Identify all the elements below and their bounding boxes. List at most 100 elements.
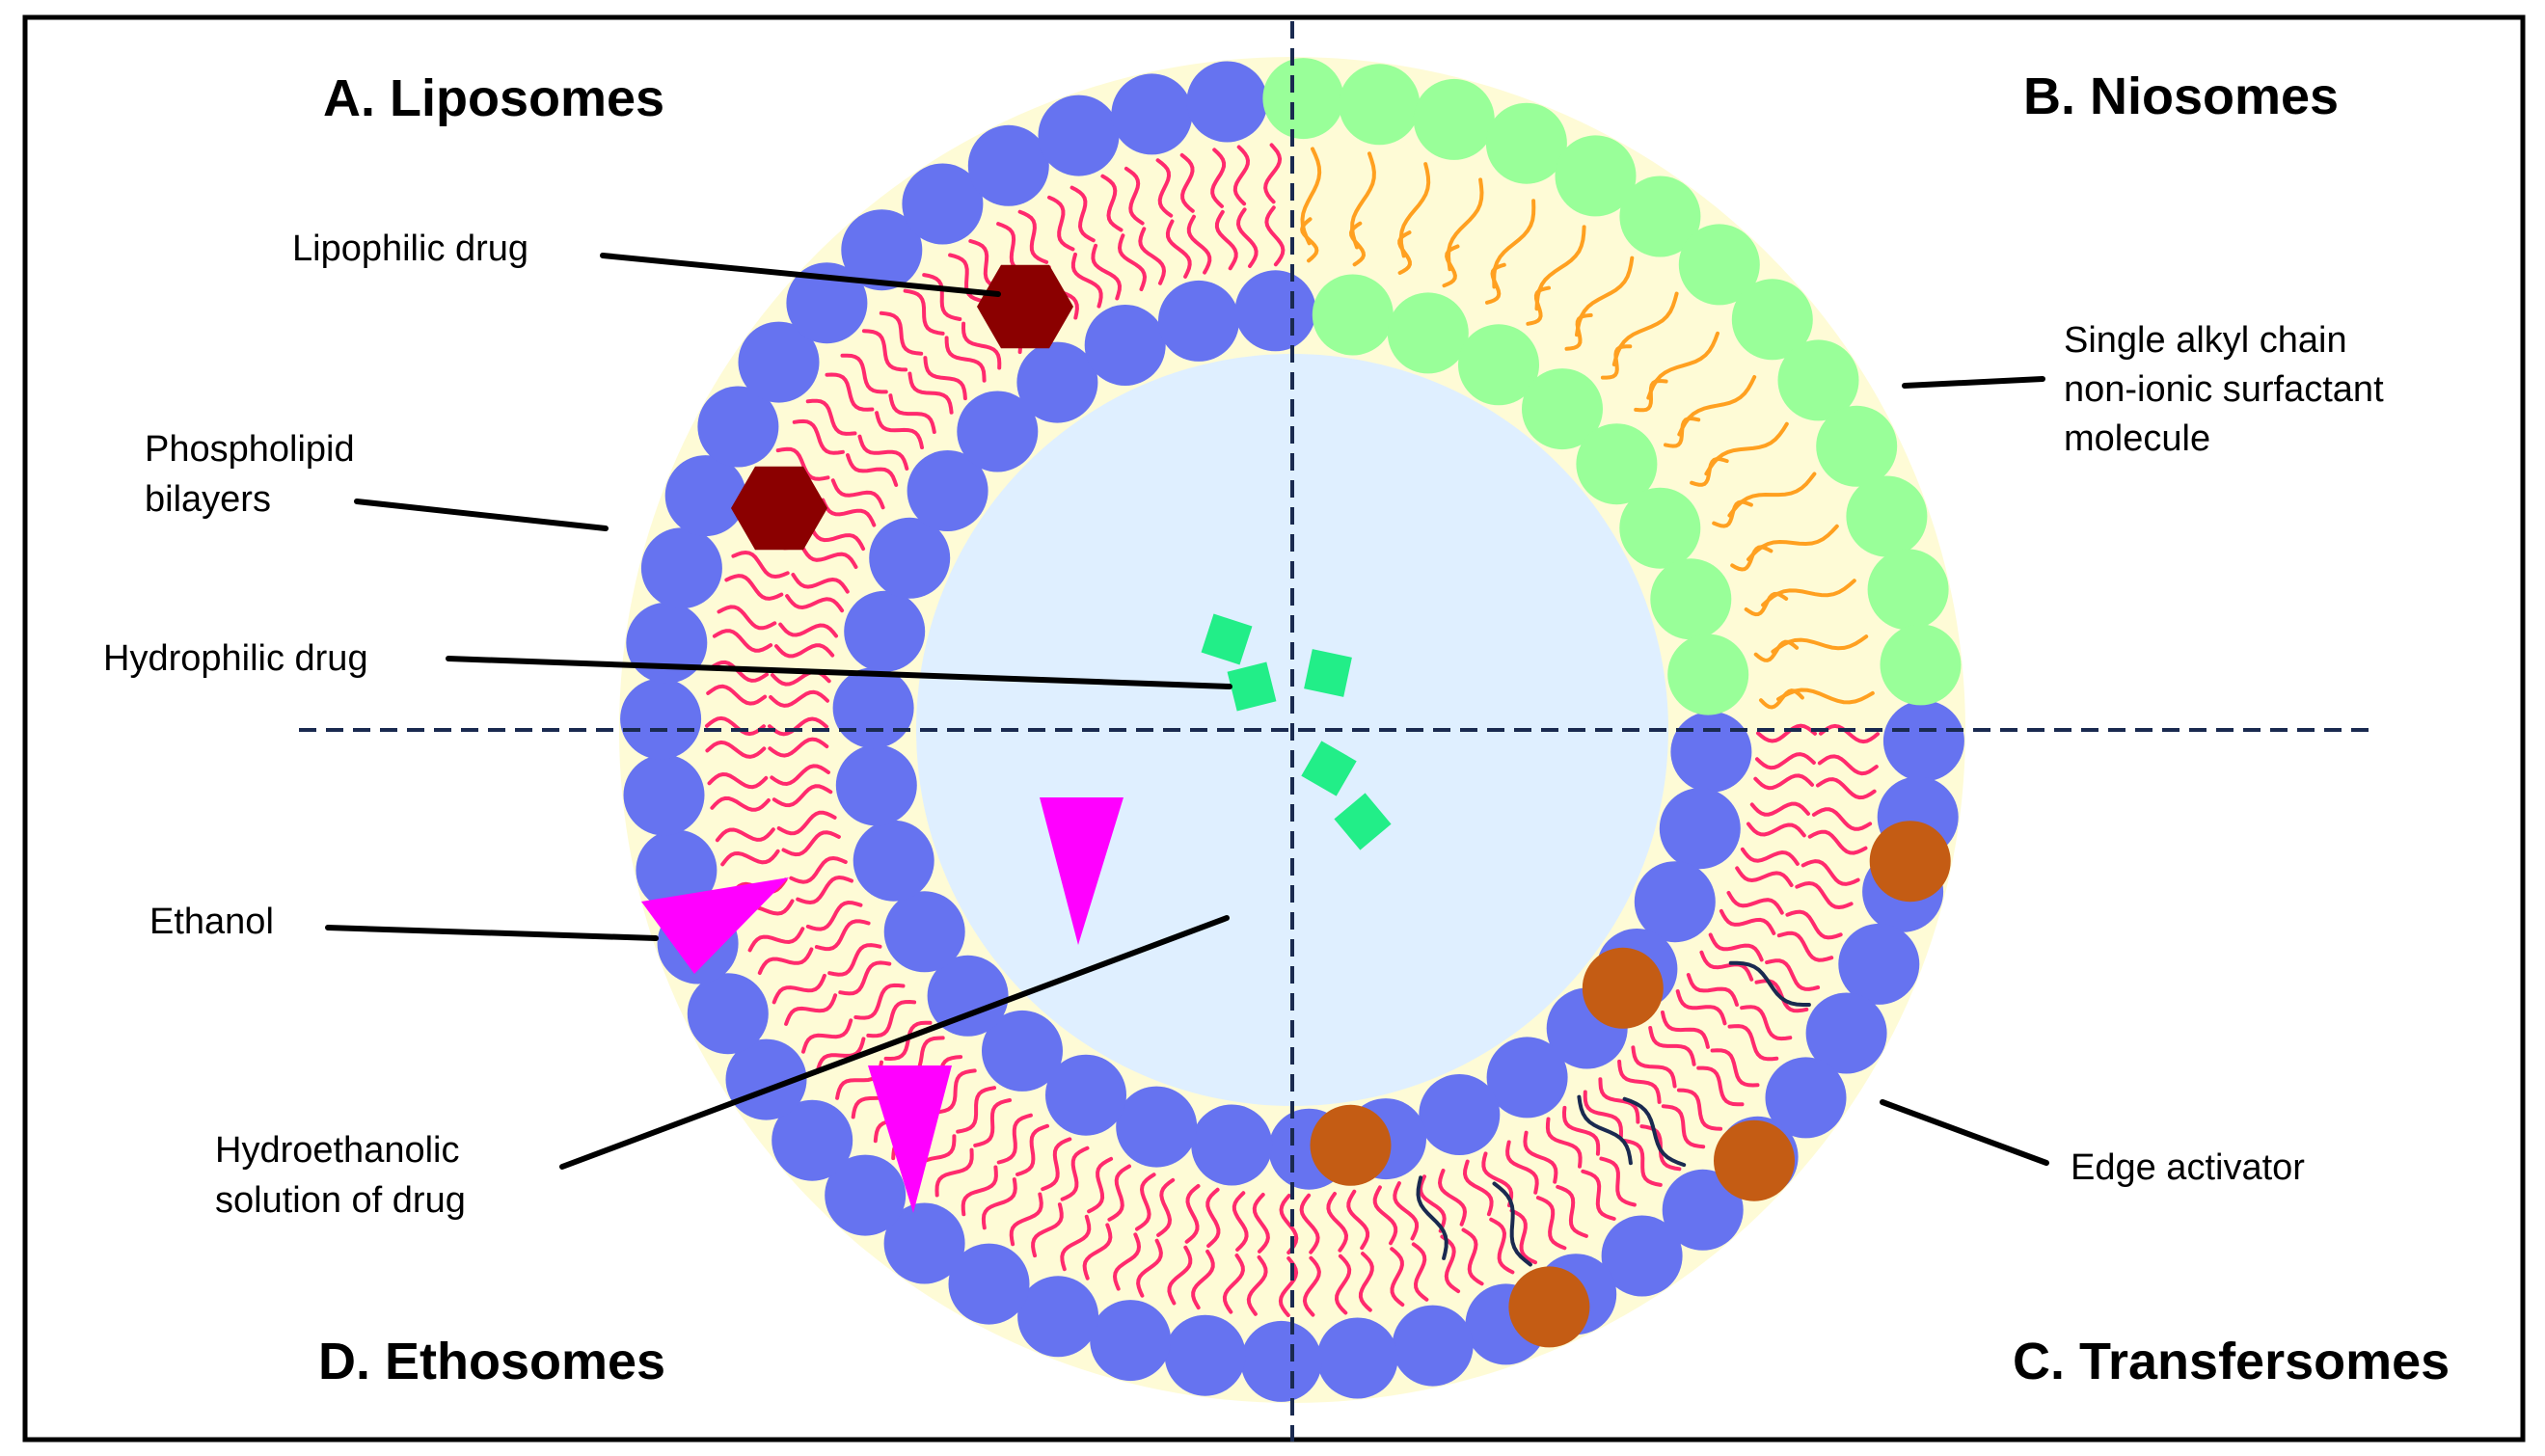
lipid-tail-inner — [1699, 950, 1754, 982]
lipid-tail-outer — [1155, 158, 1174, 218]
lipid-tail-inner — [808, 525, 866, 552]
lipid-tail-outer — [1124, 166, 1145, 226]
lipid-tail-outer — [1785, 909, 1843, 940]
phospholipid-head — [1084, 305, 1166, 386]
lipid-tail-outer — [1696, 1065, 1745, 1107]
lipid-tail-inner — [846, 453, 899, 487]
surfactant-head — [1262, 58, 1344, 140]
phospholipid-head — [1670, 711, 1752, 793]
lipid-tail-inner — [1135, 1173, 1156, 1231]
lipid-tail-outer — [1060, 1214, 1092, 1272]
lipid-tail-inner — [1661, 1011, 1710, 1049]
lipid-tail-outer — [922, 273, 962, 321]
lipid-tail-inner — [1631, 1045, 1677, 1089]
phospholipid-head — [907, 450, 988, 531]
lipid-tail-outer — [1710, 1048, 1760, 1088]
phospholipid-head — [1016, 341, 1098, 423]
title-liposomes: A. Liposomes — [323, 69, 664, 127]
lipid-tail-outer — [805, 398, 857, 436]
lipid-tail-outer — [1411, 1242, 1429, 1302]
lipid-tail-outer — [1765, 958, 1821, 991]
surfactant-head — [1413, 78, 1495, 160]
phospholipid-head — [832, 667, 914, 749]
surfactant-head — [1555, 135, 1637, 217]
lipid-tail-inner — [1393, 1181, 1420, 1241]
hydroethanolic-leader — [559, 915, 1230, 1170]
lipophilic-drug-molecule — [977, 264, 1073, 349]
hydrophobic-tails — [705, 143, 1880, 1317]
lipid-tail-inner — [1523, 1130, 1558, 1184]
lipid-tail-inner — [1264, 205, 1286, 267]
surfactant-head — [1458, 324, 1539, 406]
lipid-tail-inner — [1372, 1185, 1398, 1246]
lipid-tail-outer — [903, 288, 945, 336]
lipid-tail-inner — [1232, 1191, 1249, 1252]
surfactant-tail-inner — [1744, 591, 1789, 617]
surfactant-tail-inner — [1664, 416, 1701, 448]
phospholipid-head — [1662, 1169, 1744, 1251]
lipid-tail-inner — [875, 411, 924, 449]
phospholipid-head — [1392, 1305, 1474, 1387]
phospholipid-head — [1659, 788, 1741, 870]
lipid-tail-outer — [717, 605, 777, 631]
surfactant-tail-inner — [1759, 688, 1804, 710]
phospholipid-head — [620, 678, 702, 760]
edge-activator-leader — [1880, 1099, 2049, 1166]
ethanol-molecule — [641, 877, 789, 974]
phospholipid-head — [1045, 1054, 1126, 1136]
lipid-tail-outer — [1581, 1169, 1616, 1221]
lipid-tail-outer — [747, 927, 805, 953]
lipid-tail-inner — [1299, 1193, 1320, 1254]
lipid-tail-outer — [1819, 723, 1880, 744]
lipid-tail-inner — [768, 716, 828, 737]
lipid-tail-inner — [789, 855, 848, 884]
phospholipid-head — [1419, 1074, 1501, 1155]
lipid-tail-outer — [1816, 777, 1877, 800]
surfactant-head — [1678, 224, 1760, 306]
lipid-tail-inner — [1186, 214, 1212, 275]
surfactant-tail-inner — [1485, 262, 1506, 305]
drug-molecules — [641, 264, 1392, 1213]
lipid-tail-inner — [791, 573, 850, 594]
phospholipid-head — [664, 455, 746, 537]
lipid-tail-outer — [724, 574, 784, 601]
lipid-tail-inner — [1156, 1177, 1176, 1237]
lipid-tail-outer — [1776, 930, 1834, 962]
lipid-tail-inner — [1087, 1156, 1114, 1214]
lipid-tail-outer — [1047, 195, 1075, 252]
lipid-tail-inner — [1686, 973, 1739, 1007]
label-surfactant-line2: non-ionic surfactant — [2064, 369, 2384, 410]
surfactant-tail-inner — [1712, 499, 1753, 528]
lipid-tail-inner — [1755, 752, 1816, 770]
lipid-tail-inner — [853, 983, 906, 1020]
surfactant-tail-inner — [1526, 285, 1551, 326]
edge-activator-head — [1310, 1104, 1392, 1186]
polar-heads — [620, 58, 1964, 1402]
lipid-tail-inner — [776, 810, 837, 836]
phospholipid-head — [1765, 1057, 1847, 1139]
lipid-tail-outer — [707, 771, 769, 790]
lipid-tail-outer — [1334, 1254, 1352, 1315]
lipid-tail-inner — [1418, 1174, 1447, 1233]
lipid-tail-outer — [710, 795, 771, 812]
lipid-tail-inner — [838, 960, 892, 996]
lipid-tail-outer — [792, 418, 845, 455]
lipid-tail-inner — [778, 622, 838, 638]
lipid-tail-outer — [1179, 152, 1195, 213]
lipid-tail-outer — [1676, 1088, 1723, 1131]
surfactant-head — [1846, 475, 1928, 557]
surfactant-leader — [1902, 376, 2045, 389]
phospholipid-head — [957, 391, 1039, 472]
surfactant-head — [1619, 175, 1701, 257]
label-edge-activator: Edge activator — [2071, 1147, 2305, 1188]
surfactant-head — [1731, 279, 1813, 361]
lipid-tail-outer — [1811, 807, 1873, 831]
lipid-tail-outer — [712, 629, 773, 653]
lipid-tail-outer — [948, 253, 986, 304]
lipid-tail-inner — [830, 478, 885, 510]
phospholipid-head — [967, 124, 1049, 206]
phospholipid-head — [825, 1154, 907, 1236]
title-niosomes: B. Niosomes — [2023, 67, 2339, 125]
lipid-tail-outer — [1509, 1208, 1537, 1265]
phospholipid-head — [640, 527, 722, 609]
